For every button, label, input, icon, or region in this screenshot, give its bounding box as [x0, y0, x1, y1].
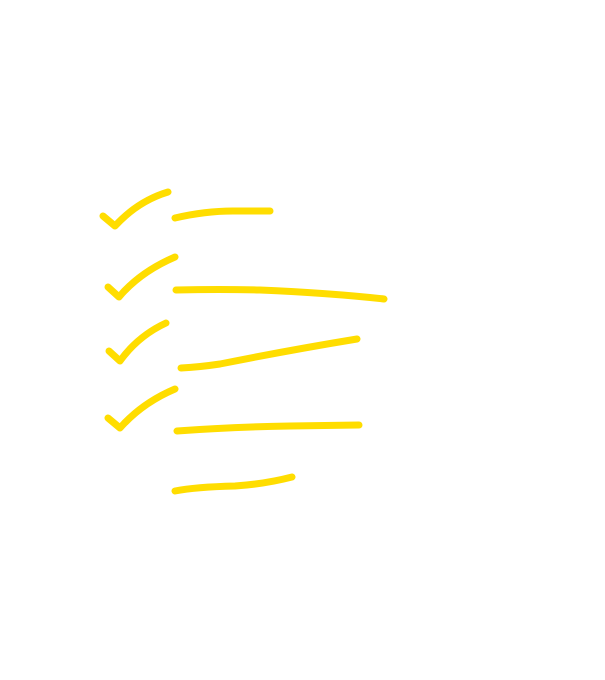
- checklist-item-3: [105, 319, 361, 372]
- checkmark-icon: [104, 385, 179, 432]
- text-line-placeholder: [172, 286, 388, 303]
- checkmark-icon: [105, 319, 170, 365]
- text-line-placeholder: [177, 335, 361, 372]
- checkmark-icon: [99, 188, 172, 230]
- checklist-item-1: [99, 188, 274, 230]
- text-line-placeholder: [171, 207, 274, 222]
- checklist-item-4: [104, 385, 363, 435]
- checkmark-icon: [104, 253, 179, 301]
- checklist-item-5: [171, 473, 296, 495]
- checklist-item-2: [104, 253, 388, 303]
- text-line-placeholder: [171, 473, 296, 495]
- text-line-placeholder: [173, 421, 363, 435]
